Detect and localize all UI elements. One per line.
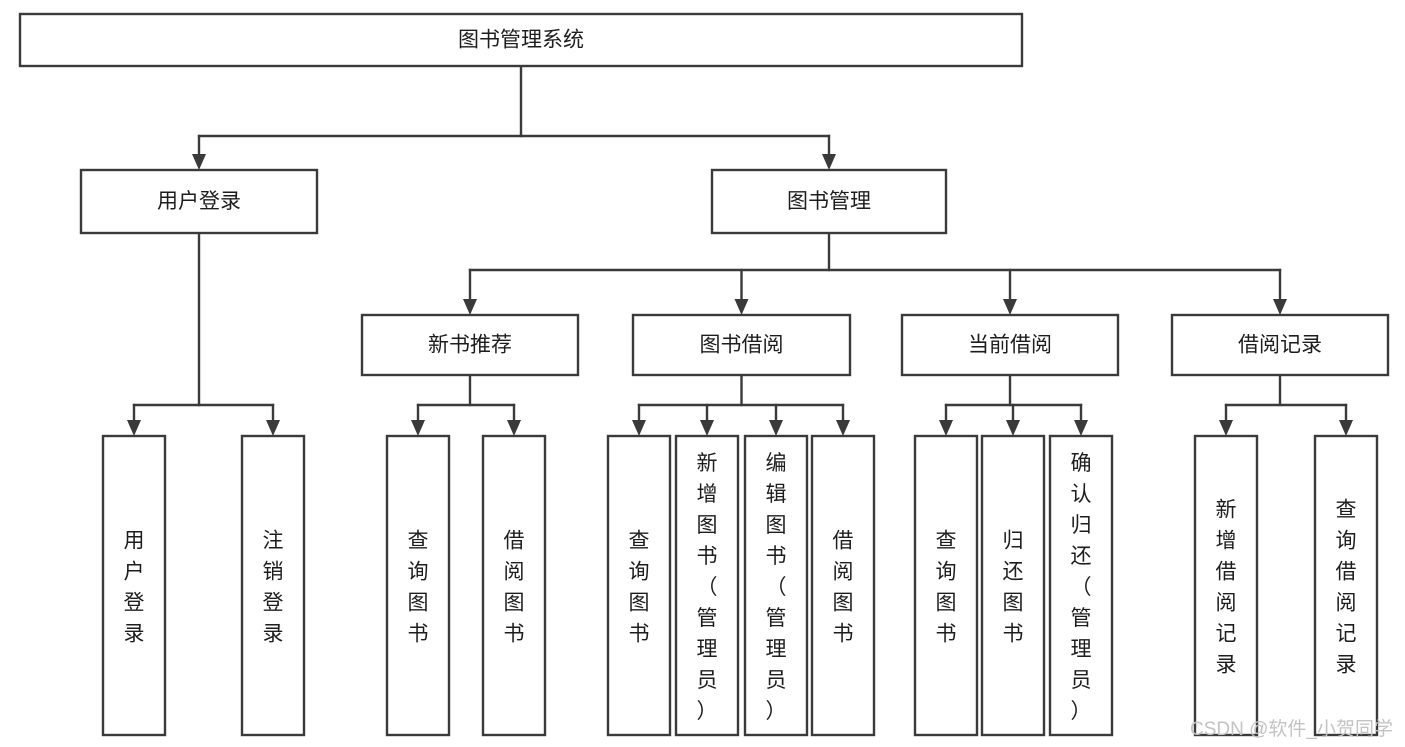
node-box [631, 313, 852, 377]
node-label: 用户登录 [124, 530, 145, 646]
arrow-head-icon [1219, 420, 1233, 436]
arrow-head-icon [1273, 299, 1287, 315]
node-label: 借阅图书 [504, 530, 525, 646]
node-box [1313, 434, 1379, 737]
node-leaf-确认归还管理员[interactable]: 确认归还（管理员） [1048, 434, 1114, 737]
node-box [101, 434, 167, 737]
node-label: 查询图书 [936, 530, 957, 646]
node-l3-新书推荐[interactable]: 新书推荐 [360, 313, 580, 377]
node-l3-图书借阅[interactable]: 图书借阅 [631, 313, 852, 377]
arrow-head-icon [507, 420, 521, 436]
arrow-head-icon [266, 420, 280, 436]
node-label: 图书管理系统 [458, 29, 584, 52]
arrow-head-icon [734, 299, 749, 315]
node-l2-用户登录[interactable]: 用户登录 [79, 168, 319, 235]
arrow-head-icon [127, 420, 141, 436]
node-label: 当前借阅 [968, 334, 1052, 357]
node-box [1170, 313, 1390, 377]
node-l2-图书管理[interactable]: 图书管理 [710, 168, 948, 235]
arrow-head-icon [1006, 420, 1020, 436]
node-label: 用户登录 [157, 190, 241, 213]
node-leaf-归还图书[interactable]: 归还图书 [980, 434, 1046, 737]
node-leaf-新增借阅记录[interactable]: 新增借阅记录 [1193, 434, 1259, 737]
node-box [18, 12, 1024, 68]
arrow-head-icon [1003, 299, 1017, 315]
node-label: 确认归还（管理员） [1071, 452, 1092, 723]
node-label: 新书推荐 [428, 334, 512, 357]
node-label: 借阅图书 [833, 530, 854, 646]
node-box [1193, 434, 1259, 737]
arrow-head-icon [1339, 420, 1353, 436]
arrow-head-icon [836, 420, 850, 436]
node-label: 新增借阅记录 [1216, 499, 1237, 677]
node-box [674, 434, 740, 737]
arrow-head-icon [463, 299, 477, 315]
node-leaf-注销登录[interactable]: 注销登录 [240, 434, 306, 737]
arrow-head-icon [411, 420, 425, 436]
arrow-head-icon [192, 154, 206, 170]
node-label: 借阅记录 [1238, 334, 1322, 357]
arrow-head-icon [822, 154, 836, 170]
node-box [481, 434, 547, 737]
arrow-head-icon [1074, 420, 1088, 436]
node-leaf-用户登录[interactable]: 用户登录 [101, 434, 167, 737]
node-label: 注销登录 [263, 530, 284, 646]
node-label: 查询图书 [408, 530, 429, 646]
node-box [743, 434, 809, 737]
node-box [710, 168, 948, 235]
arrow-head-icon [939, 420, 953, 436]
node-leaf-新增图书管理员[interactable]: 新增图书（管理员） [674, 434, 740, 737]
arrow-head-icon [700, 420, 714, 436]
csdn-watermark: CSDN @软件_小贺同学 [1190, 719, 1393, 740]
node-box [606, 434, 672, 737]
node-box [360, 313, 580, 377]
node-layer: 图书管理系统用户登录图书管理新书推荐图书借阅当前借阅借阅记录用户登录注销登录查询… [18, 12, 1390, 737]
node-leaf-查询图书[interactable]: 查询图书 [913, 434, 979, 737]
node-box [79, 168, 319, 235]
node-box [385, 434, 451, 737]
node-label: 编辑图书（管理员） [766, 452, 787, 723]
node-label: 图书借阅 [700, 334, 784, 357]
arrow-head-icon [769, 420, 783, 436]
arrow-head-icon [632, 420, 646, 436]
connector-layer [127, 64, 1353, 436]
node-l3-借阅记录[interactable]: 借阅记录 [1170, 313, 1390, 377]
node-label: 查询借阅记录 [1336, 499, 1357, 677]
node-leaf-借阅图书[interactable]: 借阅图书 [810, 434, 876, 737]
node-leaf-查询借阅记录[interactable]: 查询借阅记录 [1313, 434, 1379, 737]
node-label: 图书管理 [787, 190, 871, 213]
node-label: 新增图书（管理员） [697, 452, 718, 723]
node-leaf-编辑图书管理员[interactable]: 编辑图书（管理员） [743, 434, 809, 737]
node-box [980, 434, 1046, 737]
node-root-图书管理系统[interactable]: 图书管理系统 [18, 12, 1024, 68]
node-leaf-查询图书[interactable]: 查询图书 [385, 434, 451, 737]
node-l3-当前借阅[interactable]: 当前借阅 [900, 313, 1120, 377]
node-label: 归还图书 [1003, 530, 1024, 646]
node-box [810, 434, 876, 737]
node-leaf-查询图书[interactable]: 查询图书 [606, 434, 672, 737]
node-leaf-借阅图书[interactable]: 借阅图书 [481, 434, 547, 737]
node-label: 查询图书 [629, 530, 650, 646]
node-box [1048, 434, 1114, 737]
node-box [240, 434, 306, 737]
node-box [900, 313, 1120, 377]
node-box [913, 434, 979, 737]
